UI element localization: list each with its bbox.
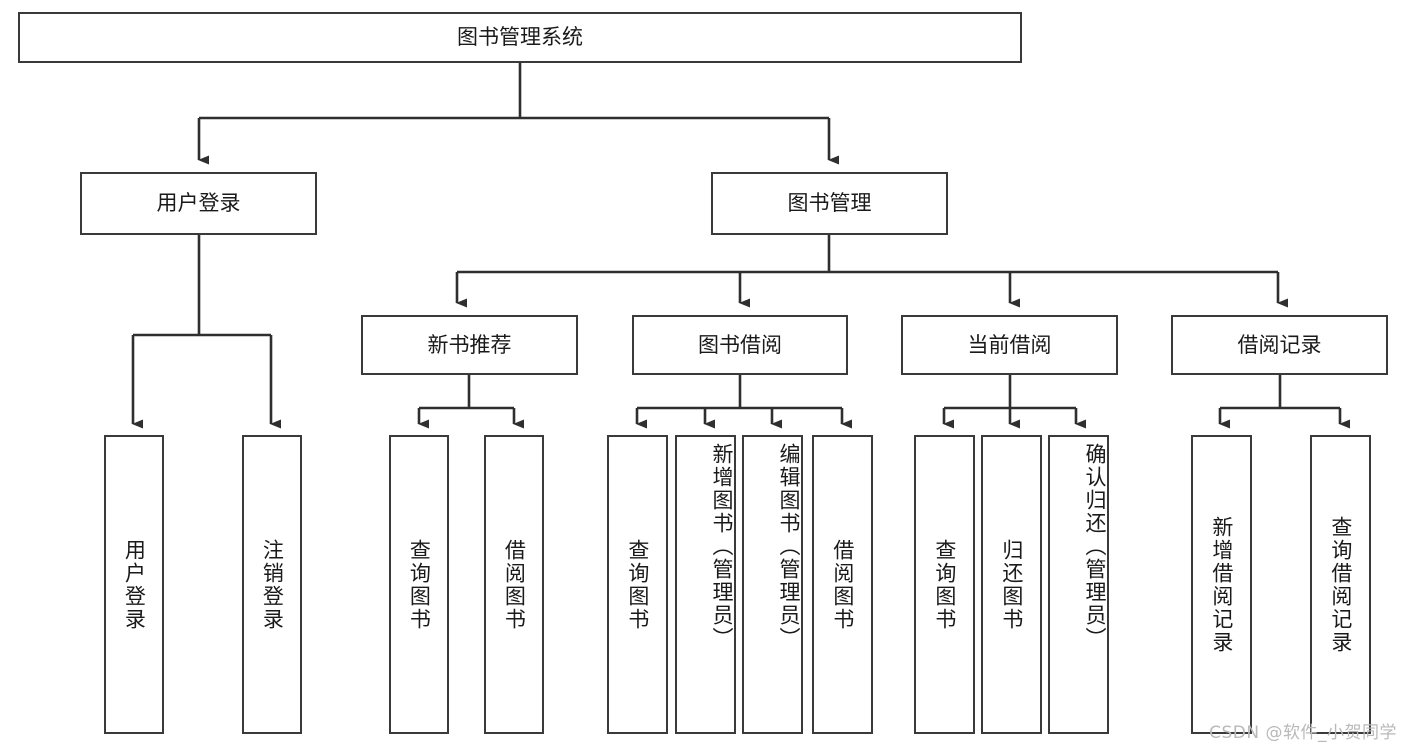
node-label: 当前借阅 [967, 332, 1052, 357]
node-book-borrow[interactable]: 图书借阅 [632, 315, 848, 375]
leaf-user-logout[interactable]: 注销登录 [242, 435, 302, 734]
node-label: 注销登录 [260, 538, 285, 631]
node-label: 借阅图书 [502, 538, 527, 631]
csdn-watermark: CSDN @软件_小贺同学 [1209, 723, 1397, 743]
node-new-book-recommend[interactable]: 新书推荐 [361, 315, 578, 375]
leaf-record-add-record[interactable]: 新增借阅记录 [1191, 435, 1252, 734]
node-label: 新增借阅记录 [1209, 515, 1234, 654]
leaf-user-login[interactable]: 用户登录 [104, 435, 164, 734]
node-user-login[interactable]: 用户登录 [80, 172, 317, 235]
leaf-current-return-book[interactable]: 归还图书 [981, 435, 1042, 734]
leaf-borrow-edit-book-admin[interactable]: 编辑图书（管理员） [742, 435, 803, 734]
leaf-current-confirm-return-admin[interactable]: 确认归还（管理员） [1048, 435, 1109, 734]
node-label: 确认归还（管理员） [1083, 443, 1107, 650]
node-borrow-record[interactable]: 借阅记录 [1171, 315, 1388, 375]
node-label: 查询图书 [932, 538, 957, 631]
node-label: 图书管理 [787, 191, 872, 216]
node-root-system[interactable]: 图书管理系统 [18, 12, 1022, 63]
node-current-borrow[interactable]: 当前借阅 [901, 315, 1118, 375]
leaf-borrow-add-book-admin[interactable]: 新增图书（管理员） [675, 435, 736, 734]
node-label: 图书借阅 [698, 332, 782, 357]
leaf-current-query-book[interactable]: 查询图书 [914, 435, 975, 734]
node-label: 借阅记录 [1237, 332, 1322, 357]
leaf-borrow-query-book[interactable]: 查询图书 [607, 435, 668, 734]
node-label: 归还图书 [999, 538, 1024, 631]
node-label: 用户登录 [122, 538, 147, 631]
node-label: 编辑图书（管理员） [777, 443, 801, 650]
leaf-recommend-query-book[interactable]: 查询图书 [389, 435, 449, 734]
leaf-recommend-borrow-book[interactable]: 借阅图书 [484, 435, 544, 734]
node-label: 新增图书（管理员） [710, 443, 734, 650]
leaf-borrow-borrow-book[interactable]: 借阅图书 [812, 435, 873, 734]
node-label: 查询图书 [625, 538, 650, 631]
node-book-management[interactable]: 图书管理 [711, 172, 948, 235]
node-label: 新书推荐 [427, 332, 512, 357]
leaf-record-query-record[interactable]: 查询借阅记录 [1310, 435, 1371, 734]
node-label: 查询图书 [407, 538, 432, 631]
node-label: 借阅图书 [830, 538, 855, 631]
node-label: 用户登录 [156, 191, 241, 216]
node-label: 查询借阅记录 [1328, 515, 1353, 654]
node-label: 图书管理系统 [457, 25, 583, 50]
